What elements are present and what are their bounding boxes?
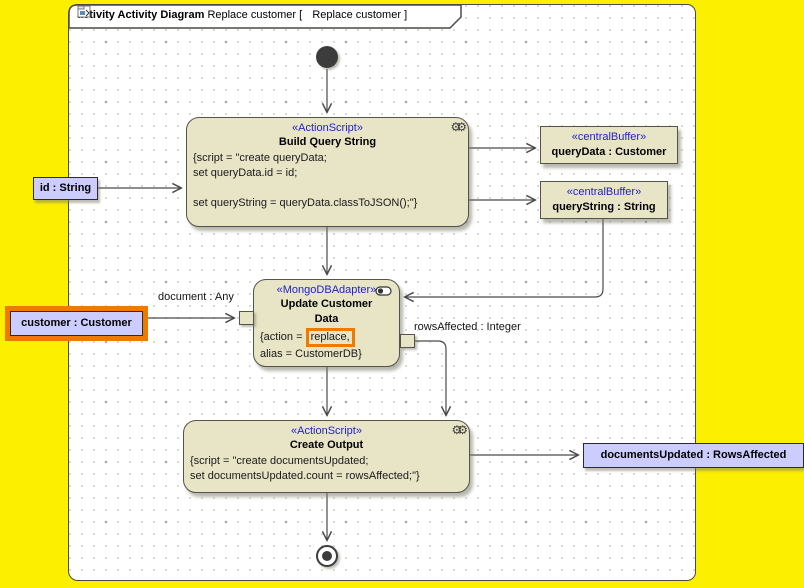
action-script-gears-icon: ⚙⚙ [451, 423, 467, 437]
action-update-customer-data[interactable]: «MongoDBAdapter» Update Customer Data {a… [253, 279, 400, 367]
script-line: {script = "create queryData; [193, 152, 327, 164]
script-line: set documentsUpdated.count = rowsAffecte… [190, 470, 420, 482]
input-pin-document[interactable] [239, 311, 254, 325]
edge-label-document[interactable]: document : Any [158, 291, 234, 303]
edge-label-rowsaffected[interactable]: rowsAffected : Integer [414, 321, 521, 333]
querydata-name: queryData : Customer [551, 146, 667, 158]
querydata-stereotype: «centralBuffer» [571, 131, 647, 143]
action-create-output[interactable]: «ActionScript» Create Output {script = "… [183, 420, 470, 493]
querystring-stereotype: «centralBuffer» [566, 186, 642, 198]
mongo-alias-line: alias = CustomerDB} [260, 348, 362, 360]
mongo-action-line: {action = replace, [260, 328, 394, 347]
parameter-id[interactable]: id : String [33, 177, 98, 200]
activity-final-node[interactable] [316, 545, 338, 567]
action-build-query-string[interactable]: «ActionScript» Build Query String {scrip… [186, 117, 469, 227]
script-line: set queryString = queryData.classToJSON(… [193, 197, 418, 209]
action-script-gears-icon: ⚙⚙ [450, 120, 466, 134]
mongo-stereotype: «MongoDBAdapter» [276, 284, 377, 296]
selection-frame-customer[interactable]: customer : Customer [5, 306, 148, 341]
create-name: Create Output [289, 439, 364, 451]
querystring-name: queryString : String [552, 201, 656, 213]
frame-header-shape [68, 4, 462, 29]
parameter-documentsupdated[interactable]: documentsUpdated : RowsAffected [583, 443, 804, 468]
build-name: Build Query String [278, 136, 377, 148]
build-stereotype: «ActionScript» [292, 122, 363, 134]
final-node-dot [322, 551, 332, 561]
action-prefix: {action = [260, 331, 306, 343]
frame-bracket-close: ] [404, 9, 408, 21]
script-line [193, 181, 463, 196]
central-buffer-querydata[interactable]: «centralBuffer» queryData : Customer [540, 126, 678, 164]
selected-action-value[interactable]: replace, [305, 328, 355, 347]
central-buffer-querystring[interactable]: «centralBuffer» queryString : String [540, 181, 668, 219]
frame-context-name: Replace customer [312, 9, 401, 21]
frame-kind-label: activity Activity Diagram [77, 9, 205, 21]
diagram-frame-header[interactable]: activity Activity Diagram Replace custom… [68, 4, 464, 29]
script-line: {script = "create documentsUpdated; [190, 455, 369, 467]
create-stereotype: «ActionScript» [291, 425, 362, 437]
frame-bracket-open: [ [299, 9, 303, 21]
output-pin-rowsaffected[interactable] [400, 334, 415, 348]
parameter-customer[interactable]: customer : Customer [10, 311, 143, 336]
mongo-name: Update Customer Data [280, 298, 373, 325]
initial-node[interactable] [316, 46, 338, 68]
script-line: set queryData.id = id; [193, 167, 298, 179]
create-script-body: {script = "create documentsUpdated; set … [184, 453, 469, 484]
behavior-toggle-icon [375, 286, 392, 299]
build-script-body: {script = "create queryData; set queryDa… [187, 150, 468, 211]
frame-header-text: activity Activity Diagram Replace custom… [77, 4, 407, 27]
frame-diagram-name: Replace customer [207, 9, 297, 21]
